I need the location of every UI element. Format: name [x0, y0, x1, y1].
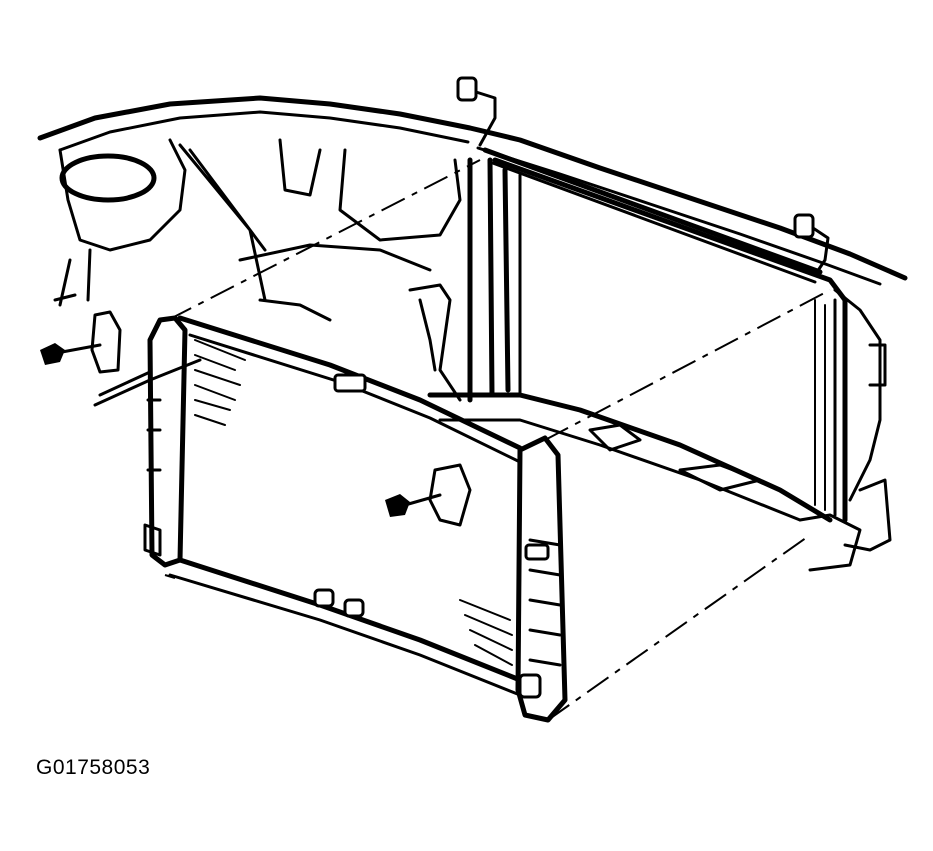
radiator	[143, 315, 568, 723]
core-support-frame	[37, 95, 908, 572]
connector-top	[456, 76, 497, 147]
condenser-core	[492, 157, 848, 523]
figure-id-label: G01758053	[36, 756, 151, 779]
alignment-lines	[164, 159, 831, 721]
bolt-left	[40, 310, 122, 374]
connector-right	[793, 213, 830, 277]
bolt-center	[385, 463, 472, 527]
